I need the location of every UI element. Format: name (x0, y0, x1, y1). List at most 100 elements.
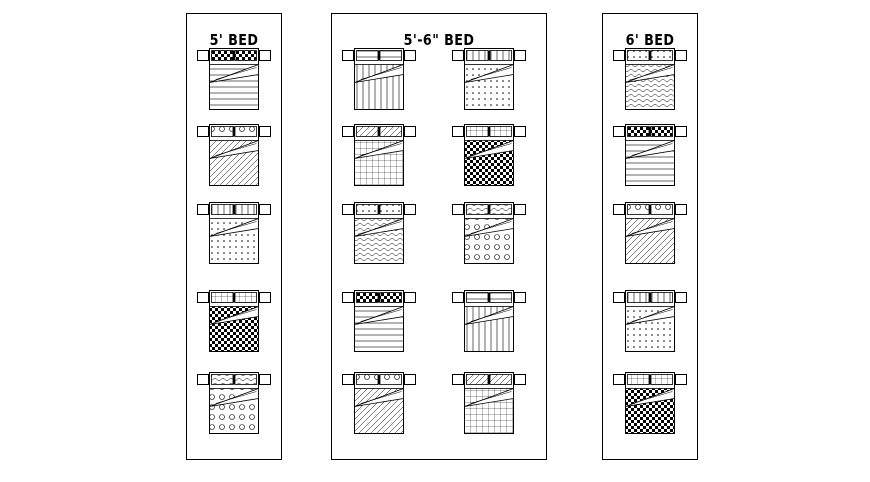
bed-drawing (197, 202, 271, 264)
pillow (211, 50, 234, 61)
side-table (613, 204, 625, 215)
pillow (489, 50, 512, 61)
pillow (234, 50, 257, 61)
blanket-fold (625, 63, 675, 83)
bed-plan-5ft6in (342, 48, 416, 110)
bed-plan-5ft (197, 202, 271, 264)
pillow (379, 292, 402, 303)
blanket-fold (209, 63, 259, 83)
bed-drawing (342, 202, 416, 264)
bed-drawing (197, 290, 271, 352)
blanket-fold (464, 305, 514, 325)
blanket-fold (354, 387, 404, 407)
panel-title: 6' BED (625, 31, 675, 49)
pillow (489, 126, 512, 137)
blanket-fold (625, 139, 675, 159)
side-table (259, 126, 271, 137)
side-table (404, 50, 416, 61)
bed-plan-5ft (197, 372, 271, 434)
pillow (466, 126, 489, 137)
pillow (650, 374, 673, 385)
blanket-fold (625, 217, 675, 237)
bed-drawing (342, 48, 416, 110)
side-table (452, 374, 464, 385)
side-table (197, 126, 209, 137)
side-table (514, 292, 526, 303)
bed-plan-5ft6in (452, 290, 526, 352)
side-table (342, 292, 354, 303)
pillow (650, 292, 673, 303)
blanket-fold (354, 63, 404, 83)
pillow (489, 374, 512, 385)
bed-plan-6ft (613, 290, 687, 352)
side-table (613, 50, 625, 61)
pillow (234, 292, 257, 303)
bed-plan-6ft (613, 202, 687, 264)
side-table (342, 126, 354, 137)
blanket-fold (354, 305, 404, 325)
bed-plan-5ft6in (452, 372, 526, 434)
side-table (404, 204, 416, 215)
blanket-fold (354, 139, 404, 159)
pillow (379, 204, 402, 215)
bed-drawing (452, 290, 526, 352)
side-table (613, 374, 625, 385)
side-table (197, 50, 209, 61)
pillow (356, 126, 379, 137)
bed-plan-5ft6in (342, 290, 416, 352)
bed-drawing (452, 48, 526, 110)
side-table (197, 374, 209, 385)
side-table (514, 204, 526, 215)
pillow (356, 50, 379, 61)
side-table (675, 374, 687, 385)
bed-drawing (197, 48, 271, 110)
side-table (613, 292, 625, 303)
pillow (234, 204, 257, 215)
blanket-fold (625, 305, 675, 325)
bed-plan-5ft (197, 48, 271, 110)
side-table (675, 204, 687, 215)
side-table (613, 126, 625, 137)
side-table (514, 50, 526, 61)
bed-drawing (342, 124, 416, 186)
side-table (452, 292, 464, 303)
pillow (650, 126, 673, 137)
bed-drawing (613, 202, 687, 264)
pillow (650, 50, 673, 61)
pillow (211, 126, 234, 137)
side-table (197, 292, 209, 303)
side-table (675, 292, 687, 303)
side-table (514, 126, 526, 137)
pillow (379, 374, 402, 385)
blanket-fold (464, 387, 514, 407)
side-table (259, 50, 271, 61)
blanket-fold (464, 217, 514, 237)
bed-plan-6ft (613, 48, 687, 110)
pillow (466, 374, 489, 385)
bed-drawing (197, 124, 271, 186)
blanket-fold (209, 139, 259, 159)
bed-drawing (197, 372, 271, 434)
pillow (356, 292, 379, 303)
pillow (211, 292, 234, 303)
pillow (650, 204, 673, 215)
side-table (514, 374, 526, 385)
side-table (342, 374, 354, 385)
blanket-fold (464, 139, 514, 159)
bed-drawing (613, 48, 687, 110)
panel-title: 5' BED (209, 31, 259, 49)
bed-drawing (342, 372, 416, 434)
bed-plan-6ft (613, 372, 687, 434)
pillow (627, 50, 650, 61)
bed-plan-6ft (613, 124, 687, 186)
pillow (466, 204, 489, 215)
side-table (259, 204, 271, 215)
bed-plan-5ft6in (342, 372, 416, 434)
side-table (342, 204, 354, 215)
pillow (379, 126, 402, 137)
side-table (452, 50, 464, 61)
pillow (466, 292, 489, 303)
pillow (356, 204, 379, 215)
bed-drawing (452, 372, 526, 434)
pillow (234, 374, 257, 385)
